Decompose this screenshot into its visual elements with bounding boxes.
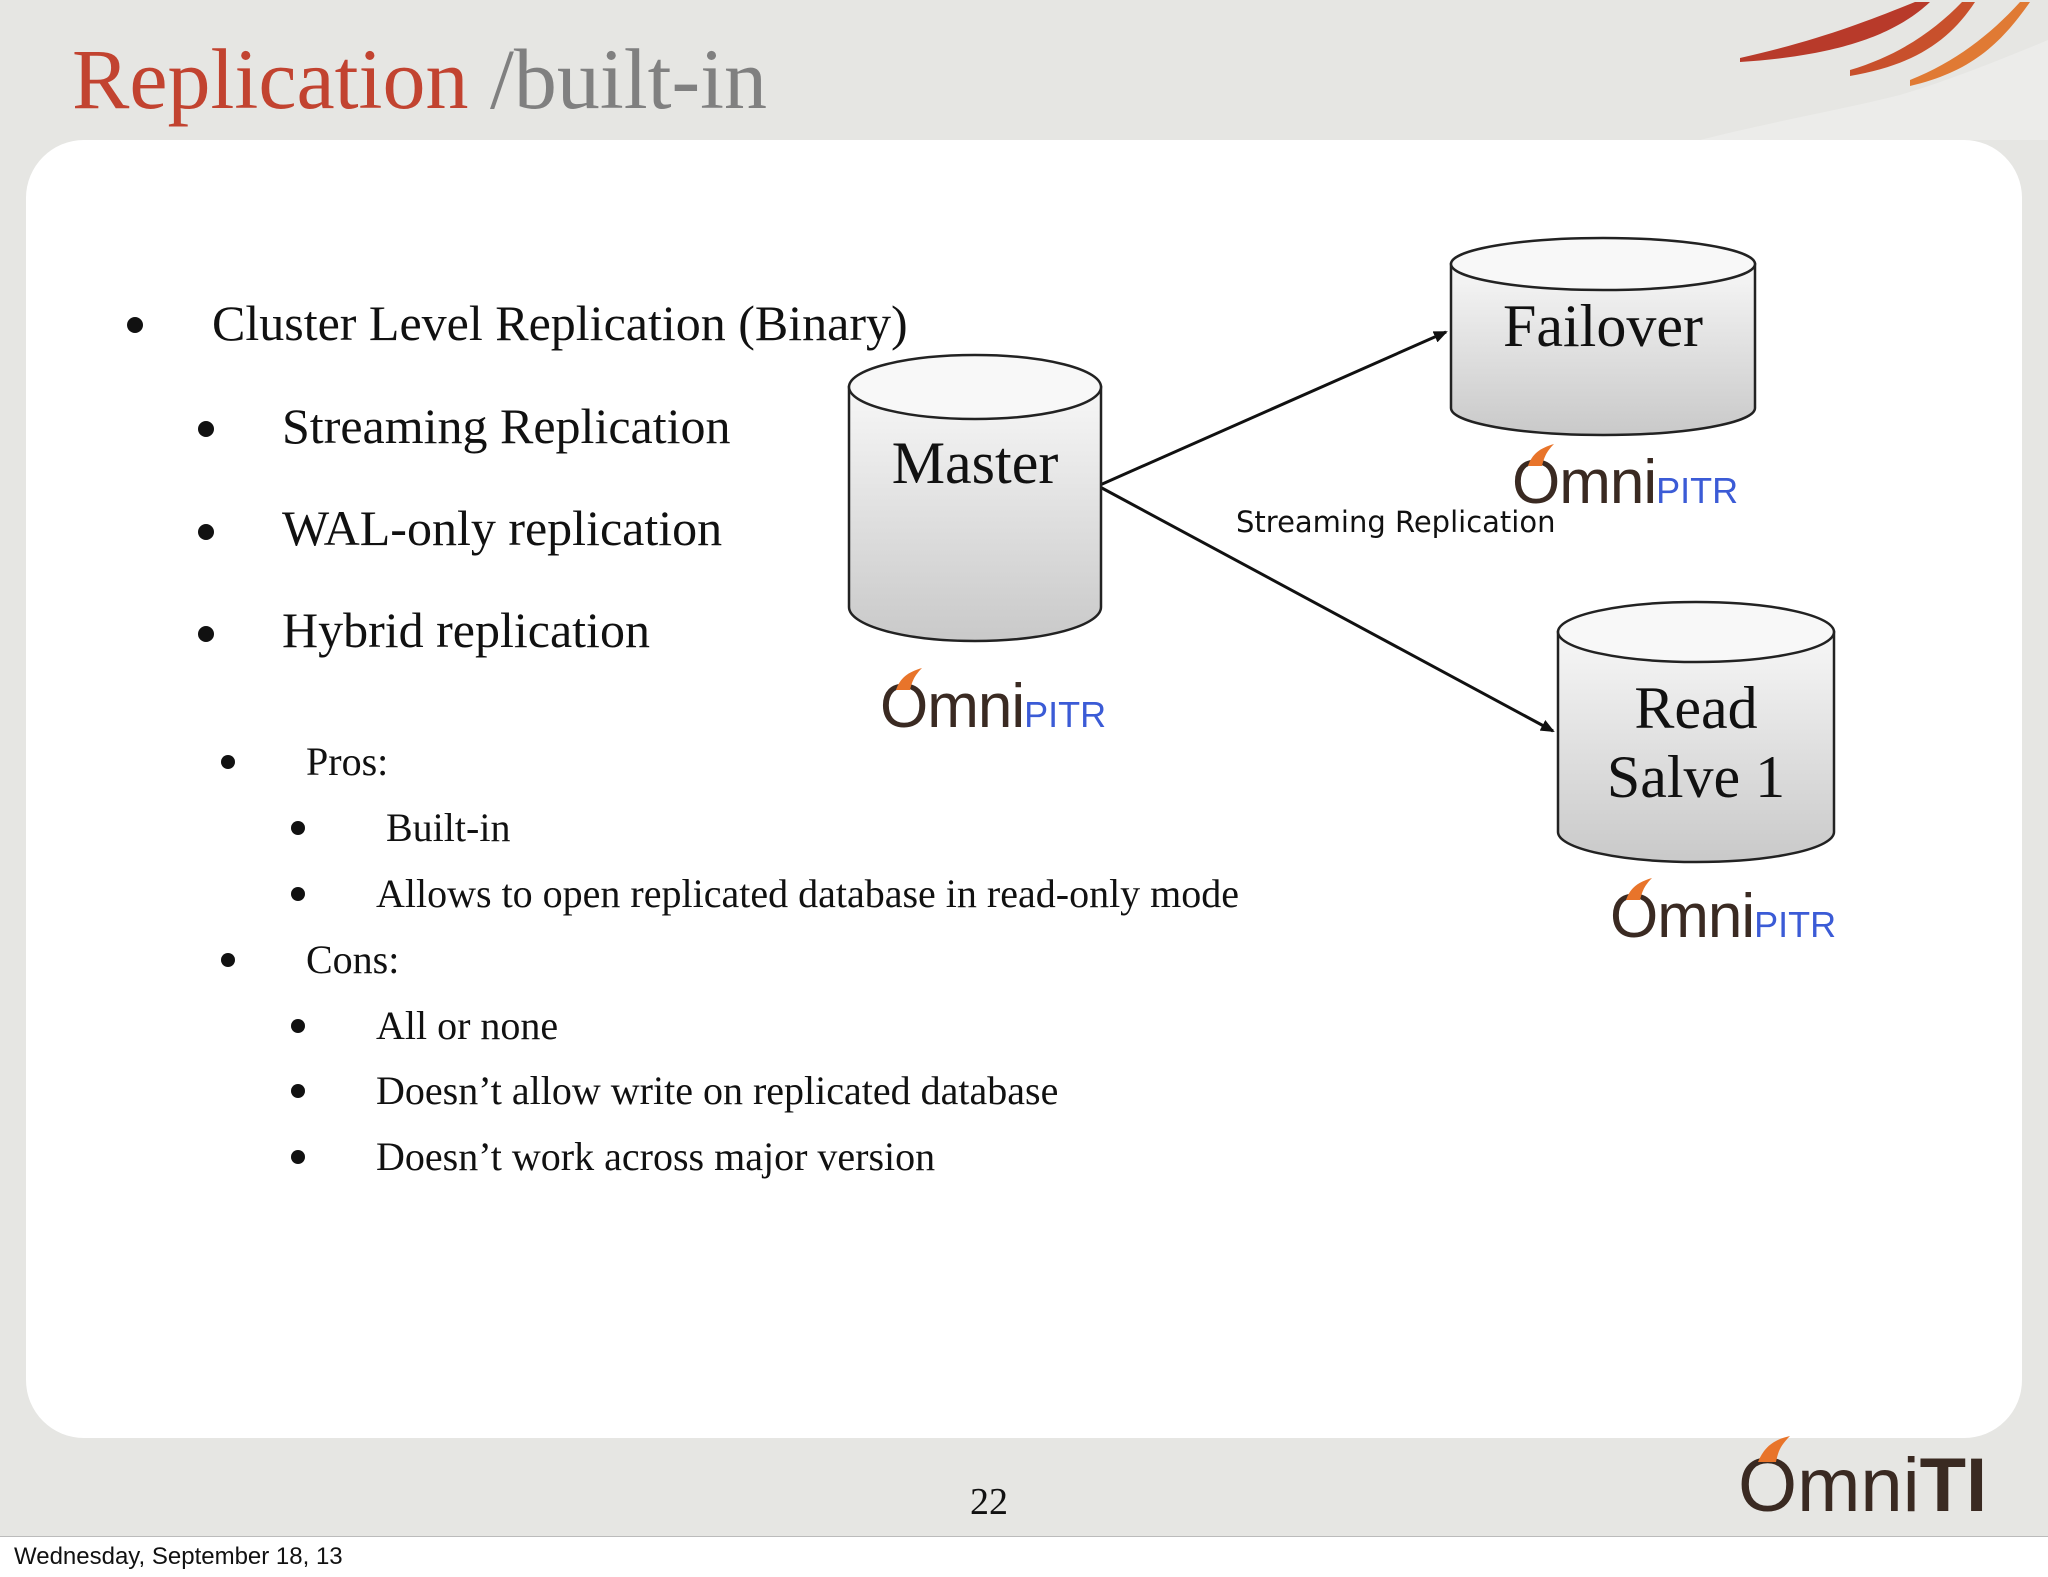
failover-database: Failover — [1448, 236, 1758, 438]
omniti-logo: OmniTI — [1738, 1436, 1987, 1524]
master-label: Master — [891, 430, 1059, 496]
logo-pitr-text: PITR — [1656, 470, 1739, 511]
omnipitr-logo-master: OmniPITR — [880, 668, 1107, 738]
bullet-pros-built-in: Built-in — [386, 805, 511, 850]
bullet-streaming-replication: Streaming Replication — [282, 398, 731, 454]
arrow-to-read-slave — [1099, 485, 1555, 733]
bullet-cons-major-version: Doesn’t work across major version — [376, 1134, 936, 1179]
replication-arrows — [1099, 330, 1555, 733]
omnipitr-logo-failover: OmniPITR — [1512, 444, 1739, 514]
bullet-dot — [198, 626, 214, 642]
logo-pitr-text: PITR — [1024, 694, 1107, 735]
bullet-cons-no-write: Doesn’t allow write on replicated databa… — [376, 1068, 1059, 1113]
streaming-replication-label: Streaming Replication — [1236, 505, 1556, 539]
title-sub: /built-in — [468, 31, 768, 127]
status-bar: Wednesday, September 18, 13 — [0, 1536, 2048, 1577]
read-slave-line1: Read — [1634, 675, 1758, 741]
failover-label: Failover — [1503, 293, 1703, 359]
database-cylinder-icon — [1556, 600, 1836, 864]
omnipitr-logo-read-slave: OmniPITR — [1610, 878, 1837, 948]
master-database: Master — [846, 353, 1104, 645]
read-slave-line2: Salve 1 — [1606, 744, 1786, 810]
bullet-wal-only-replication: WAL-only replication — [282, 500, 723, 556]
bullet-dot — [221, 755, 235, 769]
bullet-dot — [291, 1019, 305, 1033]
page-number: 22 — [970, 1481, 1008, 1523]
omniti-logo-ti: TI — [1919, 1443, 1988, 1528]
bullet-dot — [291, 1084, 305, 1098]
bullet-dot — [198, 524, 214, 540]
slide-title: Replication /built-in — [72, 28, 767, 131]
database-cylinder-icon — [847, 353, 1103, 643]
bullet-dot — [291, 821, 305, 835]
bullet-pros: Pros: — [306, 739, 389, 784]
flame-icon — [896, 668, 922, 690]
bullet-dot — [221, 953, 235, 967]
status-date: Wednesday, September 18, 13 — [14, 1543, 343, 1570]
flame-icon — [1528, 444, 1554, 466]
flame-icon — [1626, 878, 1652, 900]
arrow-to-failover — [1099, 330, 1448, 487]
slide: Replication /built-in Cluster Level Repl… — [0, 0, 2048, 1536]
bullet-cons: Cons: — [306, 937, 400, 982]
read-slave-database: Read Salve 1 — [1555, 600, 1837, 864]
bullet-dot — [291, 1150, 305, 1164]
bullet-pros-read-only: Allows to open replicated database in re… — [376, 871, 1240, 916]
title-main: Replication — [72, 31, 469, 127]
bullet-hybrid-replication: Hybrid replication — [282, 602, 650, 658]
bullet-cluster-level-replication: Cluster Level Replication (Binary) — [212, 295, 908, 351]
logo-pitr-text: PITR — [1754, 904, 1837, 945]
decorative-swoosh — [1700, 2, 2048, 140]
bullet-dot — [291, 887, 305, 901]
bullet-dot — [127, 317, 143, 333]
database-cylinder-icon — [1449, 236, 1757, 437]
flame-icon — [1758, 1436, 1790, 1462]
bullet-dot — [198, 421, 214, 437]
read-slave-label: Read Salve 1 — [1555, 674, 1837, 812]
bullet-cons-all-or-none: All or none — [376, 1003, 559, 1048]
